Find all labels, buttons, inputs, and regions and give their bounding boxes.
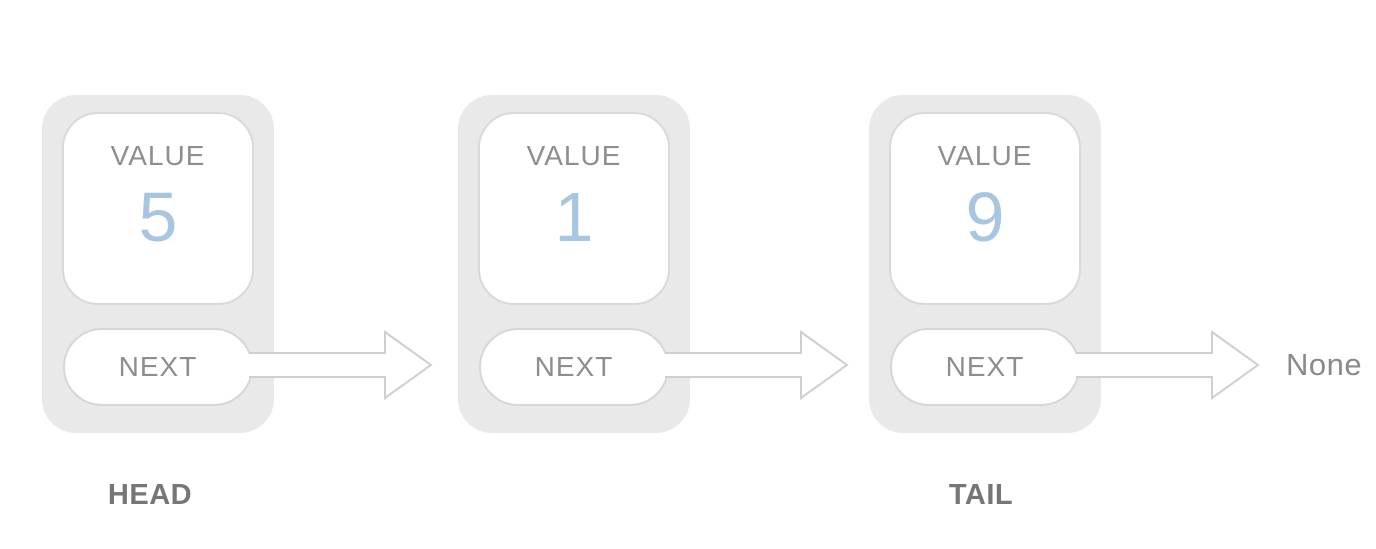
next-arrow-icon <box>249 330 433 400</box>
next-arrow-icon <box>665 330 849 400</box>
list-node-2: VALUE 1 NEXT <box>458 95 690 433</box>
value-label: VALUE <box>937 140 1033 171</box>
value-box: VALUE 9 <box>889 112 1081 305</box>
value-label: VALUE <box>110 140 206 171</box>
value-number: 5 <box>138 178 178 256</box>
next-label: NEXT <box>945 351 1025 382</box>
head-label: HEAD <box>107 479 193 511</box>
next-pointer: NEXT <box>63 328 253 406</box>
next-pointer: NEXT <box>479 328 669 406</box>
tail-label: TAIL <box>948 479 1014 511</box>
list-node-1: VALUE 5 NEXT <box>42 95 274 433</box>
none-label: None <box>1286 347 1363 382</box>
next-arrow-icon <box>1076 330 1260 400</box>
value-label: VALUE <box>526 140 622 171</box>
value-box: VALUE 5 <box>62 112 254 305</box>
next-label: NEXT <box>118 351 198 382</box>
value-number: 1 <box>554 178 594 256</box>
next-pointer: NEXT <box>890 328 1080 406</box>
value-number: 9 <box>965 178 1005 256</box>
list-node-3: VALUE 9 NEXT <box>869 95 1101 433</box>
next-label: NEXT <box>534 351 614 382</box>
value-box: VALUE 1 <box>478 112 670 305</box>
